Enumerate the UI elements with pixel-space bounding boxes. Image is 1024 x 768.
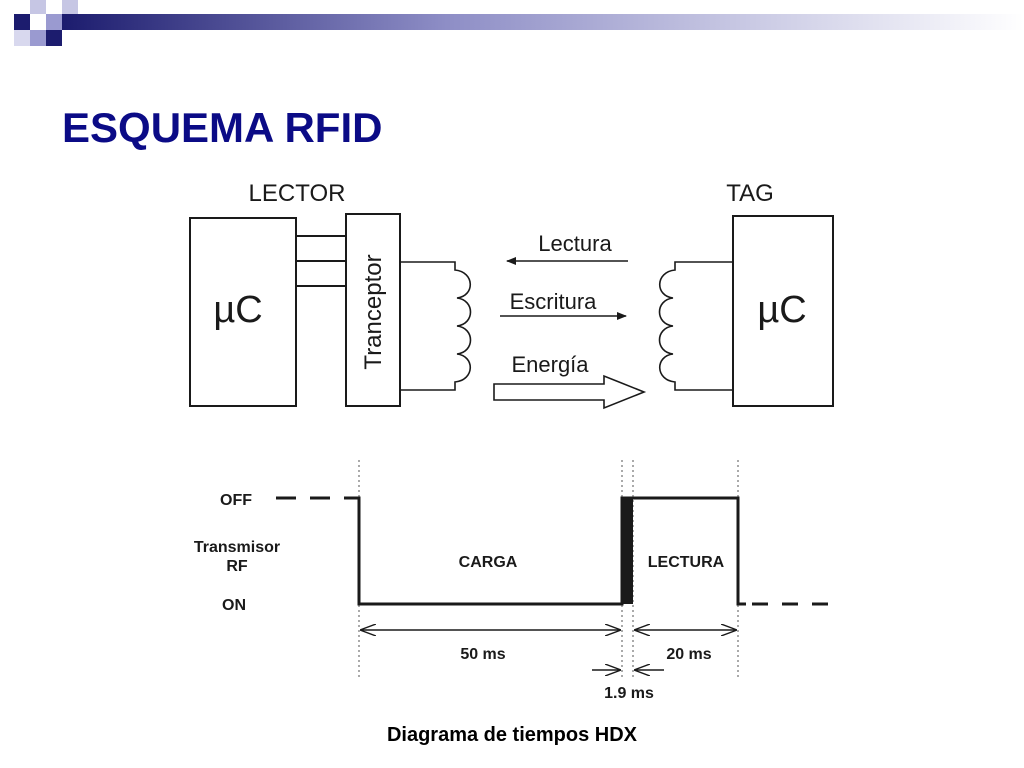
decor-square [30, 30, 46, 46]
transceiver-label: Tranceptor [360, 254, 387, 369]
reader-label: LECTOR [249, 180, 346, 207]
reader-mcu-label: µC [213, 289, 262, 331]
reader-mcu-box [189, 217, 297, 407]
reader-coil [400, 261, 472, 391]
waveform-transition-block [622, 498, 633, 604]
phase-charge-label: CARGA [459, 554, 518, 571]
tag-coil [658, 261, 733, 391]
tag-label: TAG [726, 180, 774, 207]
decor-square [46, 30, 62, 46]
decor-square [46, 14, 62, 30]
signal-name-line2: RF [226, 558, 248, 575]
level-off-label: OFF [220, 492, 252, 509]
decor-square [62, 0, 78, 14]
phase-read-label: LECTURA [648, 554, 725, 571]
duration-charge-label: 50 ms [460, 646, 505, 663]
tag-mcu-label: µC [757, 289, 806, 331]
write-arrow-label: Escritura [510, 289, 598, 314]
duration-gap-label: 1.9 ms [604, 685, 654, 702]
decor-square [14, 14, 30, 30]
decor-bar [62, 14, 1024, 30]
level-on-label: ON [222, 597, 246, 614]
decor-square [14, 30, 30, 46]
energy-arrow [493, 374, 647, 410]
signal-name-line1: Transmisor [194, 539, 280, 556]
tag-mcu-box [732, 215, 834, 407]
decor-square [30, 0, 46, 14]
waveform [347, 496, 746, 606]
read-arrow-label: Lectura [538, 231, 612, 256]
duration-read-label: 20 ms [666, 646, 711, 663]
transceiver-box [345, 213, 401, 407]
energy-arrow-label: Energía [511, 352, 589, 377]
slide-title: ESQUEMA RFID [62, 104, 383, 151]
diagram-caption: Diagrama de tiempos HDX [386, 724, 638, 746]
